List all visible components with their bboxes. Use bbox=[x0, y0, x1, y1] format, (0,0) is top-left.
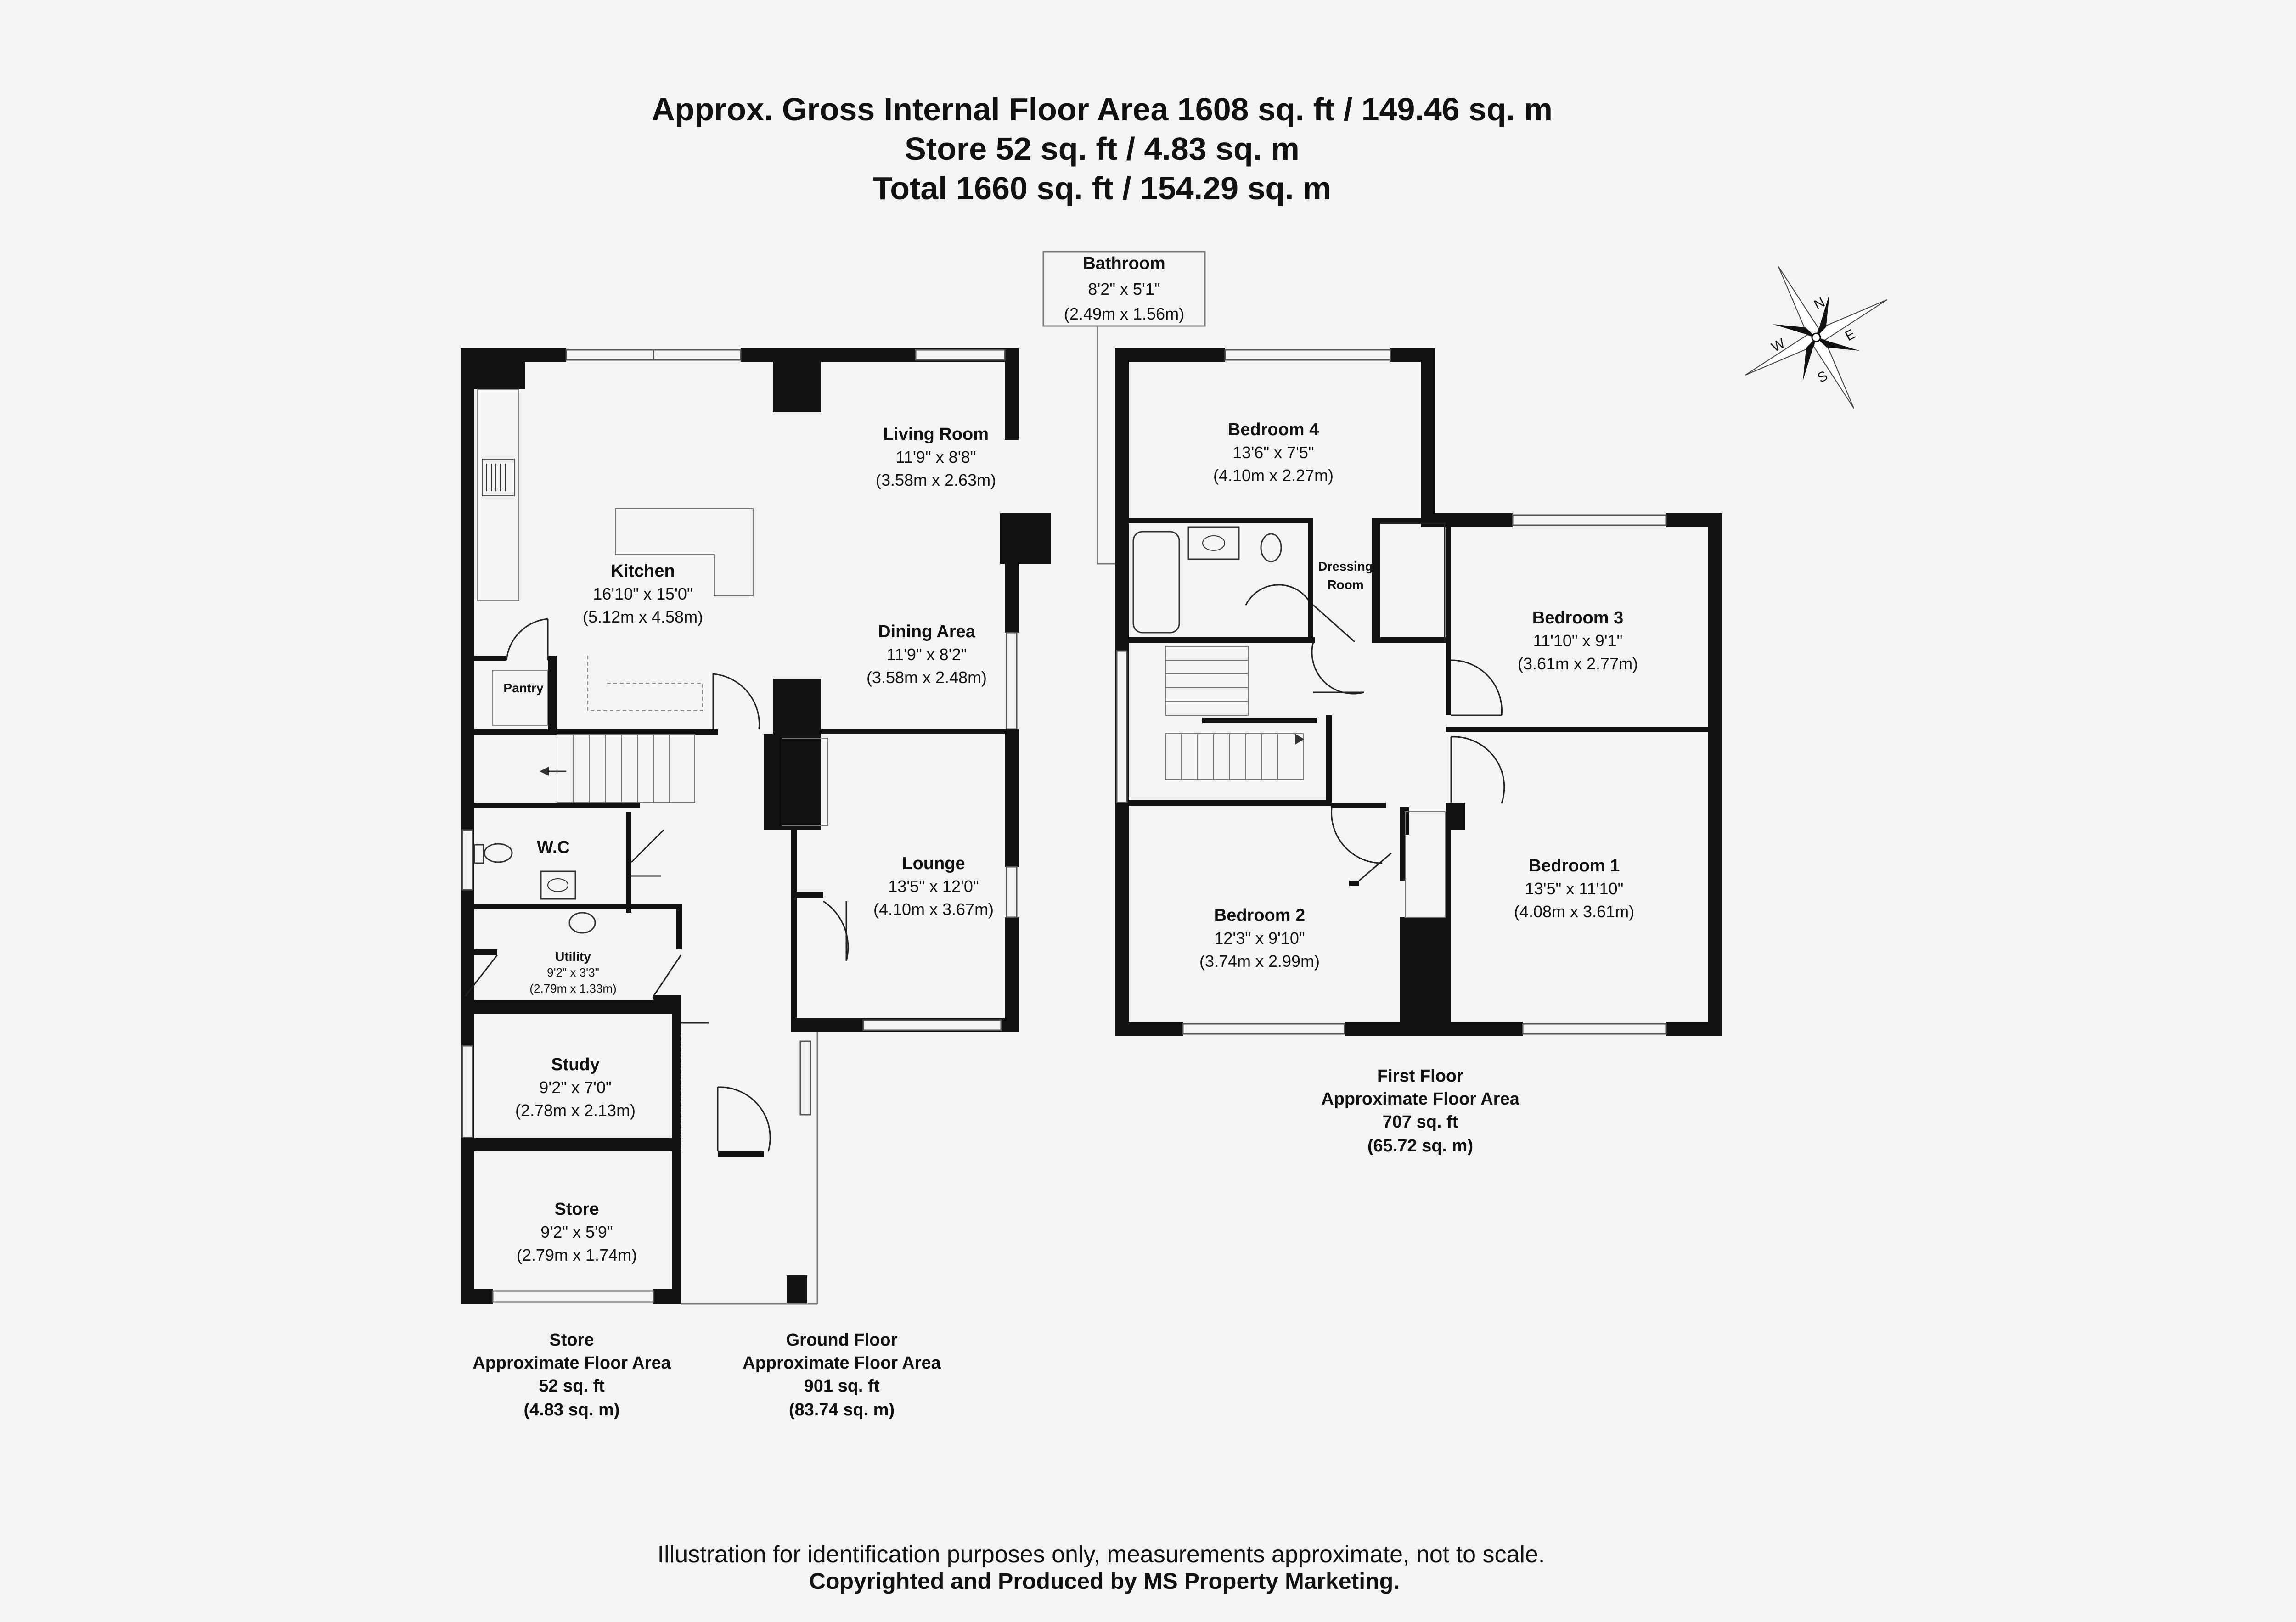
ground-floor-area-label: Approximate Floor Area bbox=[743, 1353, 941, 1373]
bedroom-1-label: Bedroom 1 bbox=[1529, 856, 1620, 876]
copyright-text: Copyrighted and Produced by MS Property … bbox=[809, 1568, 1400, 1594]
ground-floor-sqft: 901 sq. ft bbox=[804, 1376, 880, 1396]
bedroom-3-imperial: 11'10" x 9'1" bbox=[1533, 631, 1623, 650]
store-floor-area-label: Approximate Floor Area bbox=[473, 1353, 671, 1373]
pantry-label: Pantry bbox=[503, 681, 544, 695]
compass-icon: N E S W bbox=[1745, 266, 1888, 409]
study-label: Study bbox=[551, 1055, 600, 1074]
first-floor-caption: First Floor Approximate Floor Area 707 s… bbox=[1321, 1066, 1519, 1156]
ground-staircase bbox=[540, 734, 695, 803]
first-staircase bbox=[1129, 646, 1332, 806]
dining-area-label: Dining Area bbox=[878, 622, 976, 641]
lounge-imperial: 13'5" x 12'0" bbox=[888, 877, 979, 896]
kitchen-imperial: 16'10" x 15'0" bbox=[593, 584, 692, 603]
ground-floor-caption: Ground Floor Approximate Floor Area 901 … bbox=[743, 1330, 941, 1420]
ground-floor-title: Ground Floor bbox=[786, 1330, 898, 1350]
bedroom-4-imperial: 13'6" x 7'5" bbox=[1232, 443, 1314, 462]
living-room-label: Living Room bbox=[883, 425, 989, 444]
compass-south-label: S bbox=[1815, 368, 1830, 386]
first-floor-sqft: 707 sq. ft bbox=[1383, 1112, 1458, 1132]
dining-area-metric: (3.58m x 2.48m) bbox=[867, 668, 987, 687]
bedroom-2-imperial: 12'3" x 9'10" bbox=[1214, 929, 1305, 948]
store-floor-title: Store bbox=[549, 1330, 594, 1350]
bedroom-4-metric: (4.10m x 2.27m) bbox=[1213, 466, 1334, 485]
bedroom-4-label: Bedroom 4 bbox=[1228, 420, 1319, 439]
living-room-imperial: 11'9" x 8'8" bbox=[896, 448, 976, 466]
compass-east-label: E bbox=[1843, 326, 1858, 344]
header-total-area: Total 1660 sq. ft / 154.29 sq. m bbox=[873, 170, 1332, 206]
bathroom-imperial: 8'2" x 5'1" bbox=[1088, 280, 1160, 298]
bedroom-1-metric: (4.08m x 3.61m) bbox=[1514, 902, 1634, 921]
area-header: Approx. Gross Internal Floor Area 1608 s… bbox=[652, 91, 1553, 206]
first-floor-area-label: Approximate Floor Area bbox=[1321, 1089, 1519, 1109]
dining-area-imperial: 11'9" x 8'2" bbox=[887, 645, 967, 664]
bedroom-2-metric: (3.74m x 2.99m) bbox=[1199, 952, 1320, 971]
store-metric: (2.79m x 1.74m) bbox=[517, 1246, 637, 1264]
header-gross-area: Approx. Gross Internal Floor Area 1608 s… bbox=[652, 91, 1553, 127]
kitchen-label: Kitchen bbox=[611, 561, 675, 581]
bedroom-2-label: Bedroom 2 bbox=[1214, 906, 1305, 925]
bedroom-3-label: Bedroom 3 bbox=[1532, 608, 1623, 628]
study-metric: (2.78m x 2.13m) bbox=[515, 1101, 636, 1120]
first-floor-sqm: (65.72 sq. m) bbox=[1367, 1136, 1473, 1156]
store-floor-sqm: (4.83 sq. m) bbox=[523, 1400, 619, 1420]
utility-imperial: 9'2" x 3'3" bbox=[547, 965, 599, 979]
bedroom-3-metric: (3.61m x 2.77m) bbox=[1518, 654, 1638, 673]
header-store-area: Store 52 sq. ft / 4.83 sq. m bbox=[905, 131, 1300, 167]
first-floor-plan: Dressing Room B bbox=[1115, 348, 1722, 1036]
study-imperial: 9'2" x 7'0" bbox=[539, 1078, 611, 1097]
store-floor-sqft: 52 sq. ft bbox=[539, 1376, 605, 1396]
footer: Illustration for identification purposes… bbox=[658, 1541, 1545, 1594]
living-room-metric: (3.58m x 2.63m) bbox=[876, 471, 996, 489]
disclaimer-text: Illustration for identification purposes… bbox=[658, 1541, 1545, 1568]
ground-floor-plan: Pantry W.C Utility 9'2" x 3'3" bbox=[461, 348, 1051, 1305]
dressing-room-label-2: Room bbox=[1327, 578, 1363, 592]
bedroom-1-imperial: 13'5" x 11'10" bbox=[1525, 879, 1624, 898]
first-floor-title: First Floor bbox=[1377, 1066, 1463, 1086]
lounge-metric: (4.10m x 3.67m) bbox=[873, 900, 994, 919]
bathroom-label: Bathroom bbox=[1083, 254, 1165, 273]
store-imperial: 9'2" x 5'9" bbox=[540, 1223, 613, 1241]
utility-metric: (2.79m x 1.33m) bbox=[529, 982, 616, 995]
bathroom-callout: Bathroom 8'2" x 5'1" (2.49m x 1.56m) bbox=[1042, 251, 1206, 565]
kitchen-metric: (5.12m x 4.58m) bbox=[583, 607, 703, 626]
dressing-room-label-1: Dressing bbox=[1318, 559, 1373, 573]
store-label: Store bbox=[554, 1200, 599, 1219]
utility-label: Utility bbox=[555, 949, 591, 964]
ground-floor-sqm: (83.74 sq. m) bbox=[789, 1400, 895, 1420]
store-caption: Store Approximate Floor Area 52 sq. ft (… bbox=[473, 1330, 671, 1420]
wc-label: W.C bbox=[537, 838, 570, 857]
bathroom-metric: (2.49m x 1.56m) bbox=[1064, 304, 1184, 323]
lounge-label: Lounge bbox=[902, 854, 965, 873]
